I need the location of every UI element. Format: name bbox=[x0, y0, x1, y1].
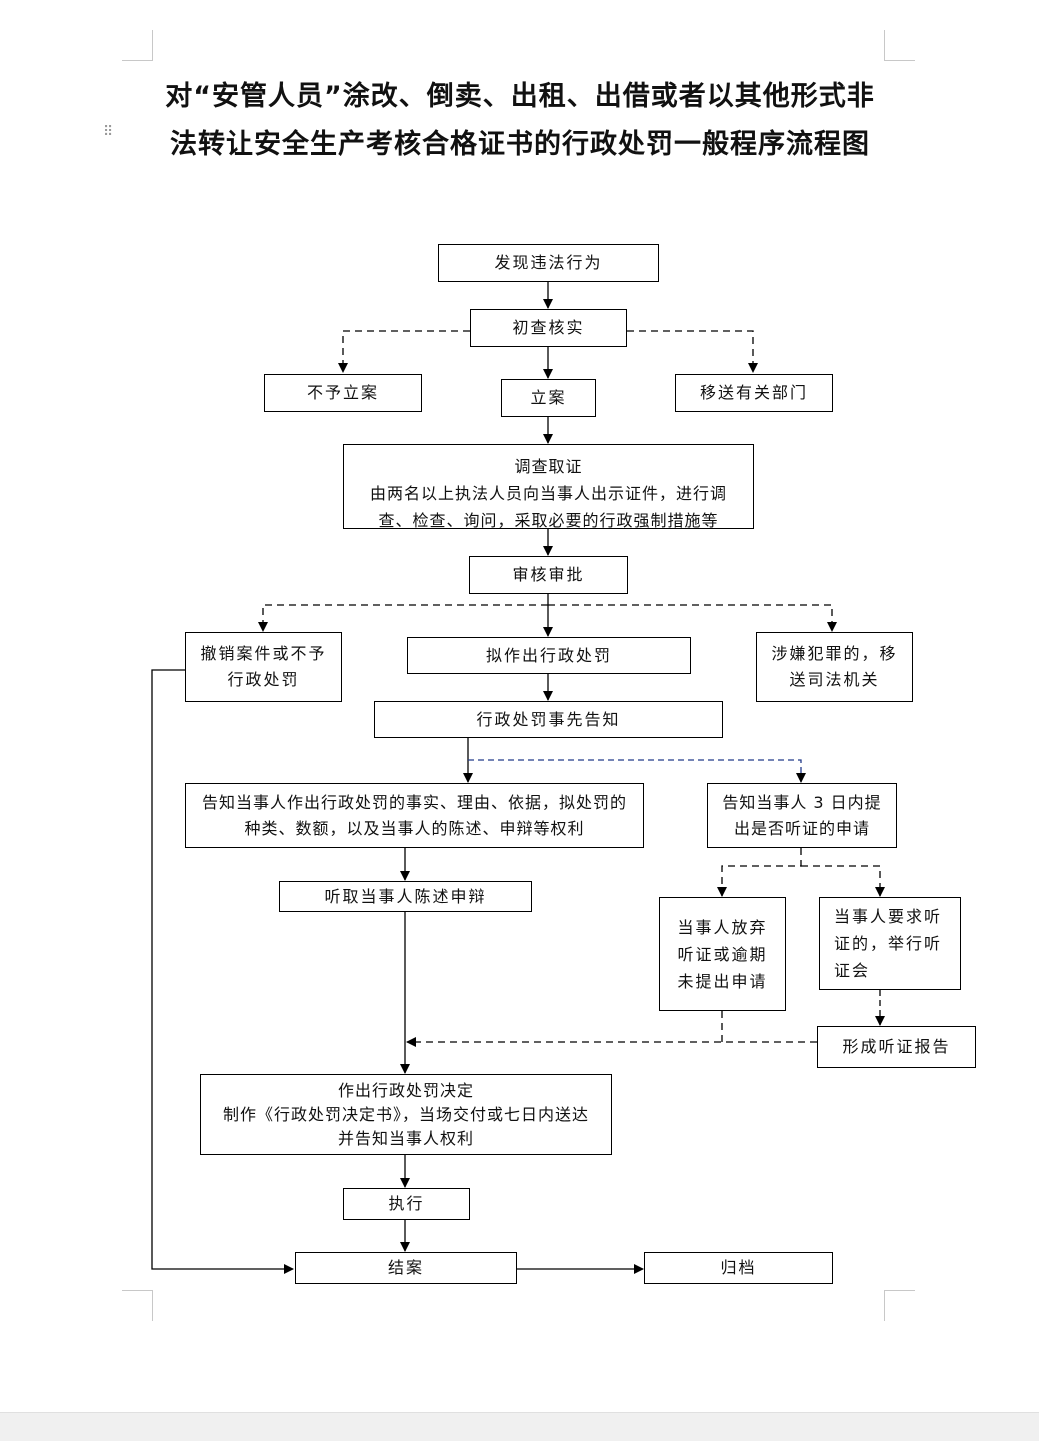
node-text-line: 证的，举行听 bbox=[834, 934, 943, 953]
node-hear-statement: 听取当事人陈述申辩 bbox=[279, 881, 532, 912]
node-text-line: 涉嫌犯罪的，移 bbox=[771, 644, 898, 663]
node-crime-transfer: 涉嫌犯罪的，移 送司法机关 bbox=[756, 632, 913, 702]
node-label: 结案 bbox=[387, 1258, 424, 1277]
node-text-line: 告知当事人作出行政处罚的事实、理由、依据，拟处罚的 bbox=[201, 792, 627, 812]
drag-handle-icon[interactable]: ⠿ bbox=[103, 124, 114, 140]
corner-mark-top-right bbox=[884, 30, 915, 61]
node-text-line: 由两名以上执法人员向当事人出示证件，进行调 bbox=[369, 484, 727, 503]
title-line-1: 对“安管人员”涂改、倒卖、出租、出借或者以其他形式非 bbox=[165, 81, 875, 112]
node-text-line: 撤销案件或不予 bbox=[200, 644, 327, 663]
node-archive: 归档 bbox=[644, 1252, 833, 1284]
node-notify-facts: 告知当事人作出行政处罚的事实、理由、依据，拟处罚的 种类、数额，以及当事人的陈述… bbox=[185, 783, 644, 848]
arrow-hearing-to-request bbox=[801, 865, 885, 897]
node-review-approve: 审核审批 bbox=[469, 556, 628, 594]
node-transfer-department: 移送有关部门 bbox=[675, 374, 833, 412]
node-notify-hearing: 告知当事人 3 日内提 出是否听证的申请 bbox=[707, 783, 897, 848]
arrow-review-to-revoke bbox=[258, 604, 548, 632]
corner-mark-top-left bbox=[122, 30, 153, 61]
node-penalty-decision: 作出行政处罚决定 制作《行政处罚决定书》，当场交付或七日内送达 并告知当事人权利 bbox=[200, 1074, 612, 1155]
node-discover-violation: 发现违法行为 bbox=[438, 244, 659, 282]
node-propose-penalty: 拟作出行政处罚 bbox=[407, 637, 691, 674]
node-label: 移送有关部门 bbox=[699, 383, 808, 402]
node-execute: 执行 bbox=[343, 1188, 470, 1220]
node-text-line: 听证或逾期 bbox=[677, 944, 768, 964]
node-label: 形成听证报告 bbox=[842, 1037, 951, 1056]
arrow-notice-to-hearing-notice bbox=[468, 759, 806, 783]
node-text-line: 未提出申请 bbox=[677, 971, 768, 991]
node-label: 执行 bbox=[388, 1194, 425, 1213]
arrow-hearing-to-waive bbox=[717, 848, 802, 897]
node-text-line: 并告知当事人权利 bbox=[337, 1128, 474, 1148]
node-request-hearing: 当事人要求听 证的，举行听 证会 bbox=[819, 897, 961, 990]
node-label: 初查核实 bbox=[512, 318, 585, 337]
node-text-line: 送司法机关 bbox=[789, 670, 880, 689]
node-text-line: 证会 bbox=[834, 961, 871, 980]
node-file-case: 立案 bbox=[501, 379, 596, 417]
node-text-line: 告知当事人 3 日内提 bbox=[722, 792, 882, 812]
node-label: 归档 bbox=[720, 1258, 757, 1277]
document-page: ⠿ 对“安管人员”涂改、倒卖、出租、出借或者以其他形式非 法转让安全生产考核合格… bbox=[103, 30, 976, 1321]
node-text-line: 种类、数额，以及当事人的陈述、申辩等权利 bbox=[244, 818, 585, 838]
node-text-line: 当事人要求听 bbox=[834, 907, 943, 926]
node-text-line: 行政处罚 bbox=[227, 670, 300, 689]
node-no-case: 不予立案 bbox=[264, 374, 422, 412]
node-investigate: 调查取证 由两名以上执法人员向当事人出示证件，进行调 查、检查、询问，采取必要的… bbox=[343, 444, 754, 529]
node-label: 立案 bbox=[530, 388, 567, 407]
node-label: 审核审批 bbox=[512, 565, 585, 584]
status-bar bbox=[0, 1412, 1039, 1441]
node-label: 拟作出行政处罚 bbox=[485, 645, 612, 665]
node-label: 发现违法行为 bbox=[494, 253, 603, 272]
corner-mark-bottom-left bbox=[122, 1290, 153, 1321]
corner-mark-bottom-right bbox=[884, 1290, 915, 1321]
node-heading: 调查取证 bbox=[514, 457, 583, 476]
node-prior-notice: 行政处罚事先告知 bbox=[374, 701, 723, 738]
node-waive-hearing: 当事人放弃 听证或逾期 未提出申请 bbox=[659, 897, 786, 1011]
arrow-review-to-crime bbox=[548, 604, 837, 632]
node-label: 行政处罚事先告知 bbox=[476, 709, 621, 729]
node-text-line: 制作《行政处罚决定书》，当场交付或七日内送达 bbox=[222, 1104, 589, 1124]
node-text-line: 查、检查、询问，采取必要的行政强制措施等 bbox=[378, 511, 719, 529]
arrow-revoke-to-close bbox=[151, 669, 294, 1274]
title-line-2: 法转让安全生产考核合格证书的行政处罚一般程序流程图 bbox=[170, 129, 870, 160]
node-hearing-report: 形成听证报告 bbox=[817, 1026, 976, 1068]
node-preliminary-check: 初查核实 bbox=[470, 309, 627, 347]
node-revoke-case: 撤销案件或不予 行政处罚 bbox=[185, 632, 342, 702]
node-text-line: 出是否听证的申请 bbox=[733, 818, 870, 838]
arrow-check-to-transfer bbox=[627, 330, 758, 373]
node-label: 不予立案 bbox=[306, 383, 379, 402]
node-label: 听取当事人陈述申辩 bbox=[324, 886, 487, 906]
node-text-line: 当事人放弃 bbox=[677, 917, 768, 937]
arrow-check-to-no-case bbox=[338, 330, 470, 373]
node-close-case: 结案 bbox=[295, 1252, 517, 1284]
flowchart-connectors bbox=[151, 282, 885, 1274]
node-text-line: 作出行政处罚决定 bbox=[337, 1080, 474, 1100]
